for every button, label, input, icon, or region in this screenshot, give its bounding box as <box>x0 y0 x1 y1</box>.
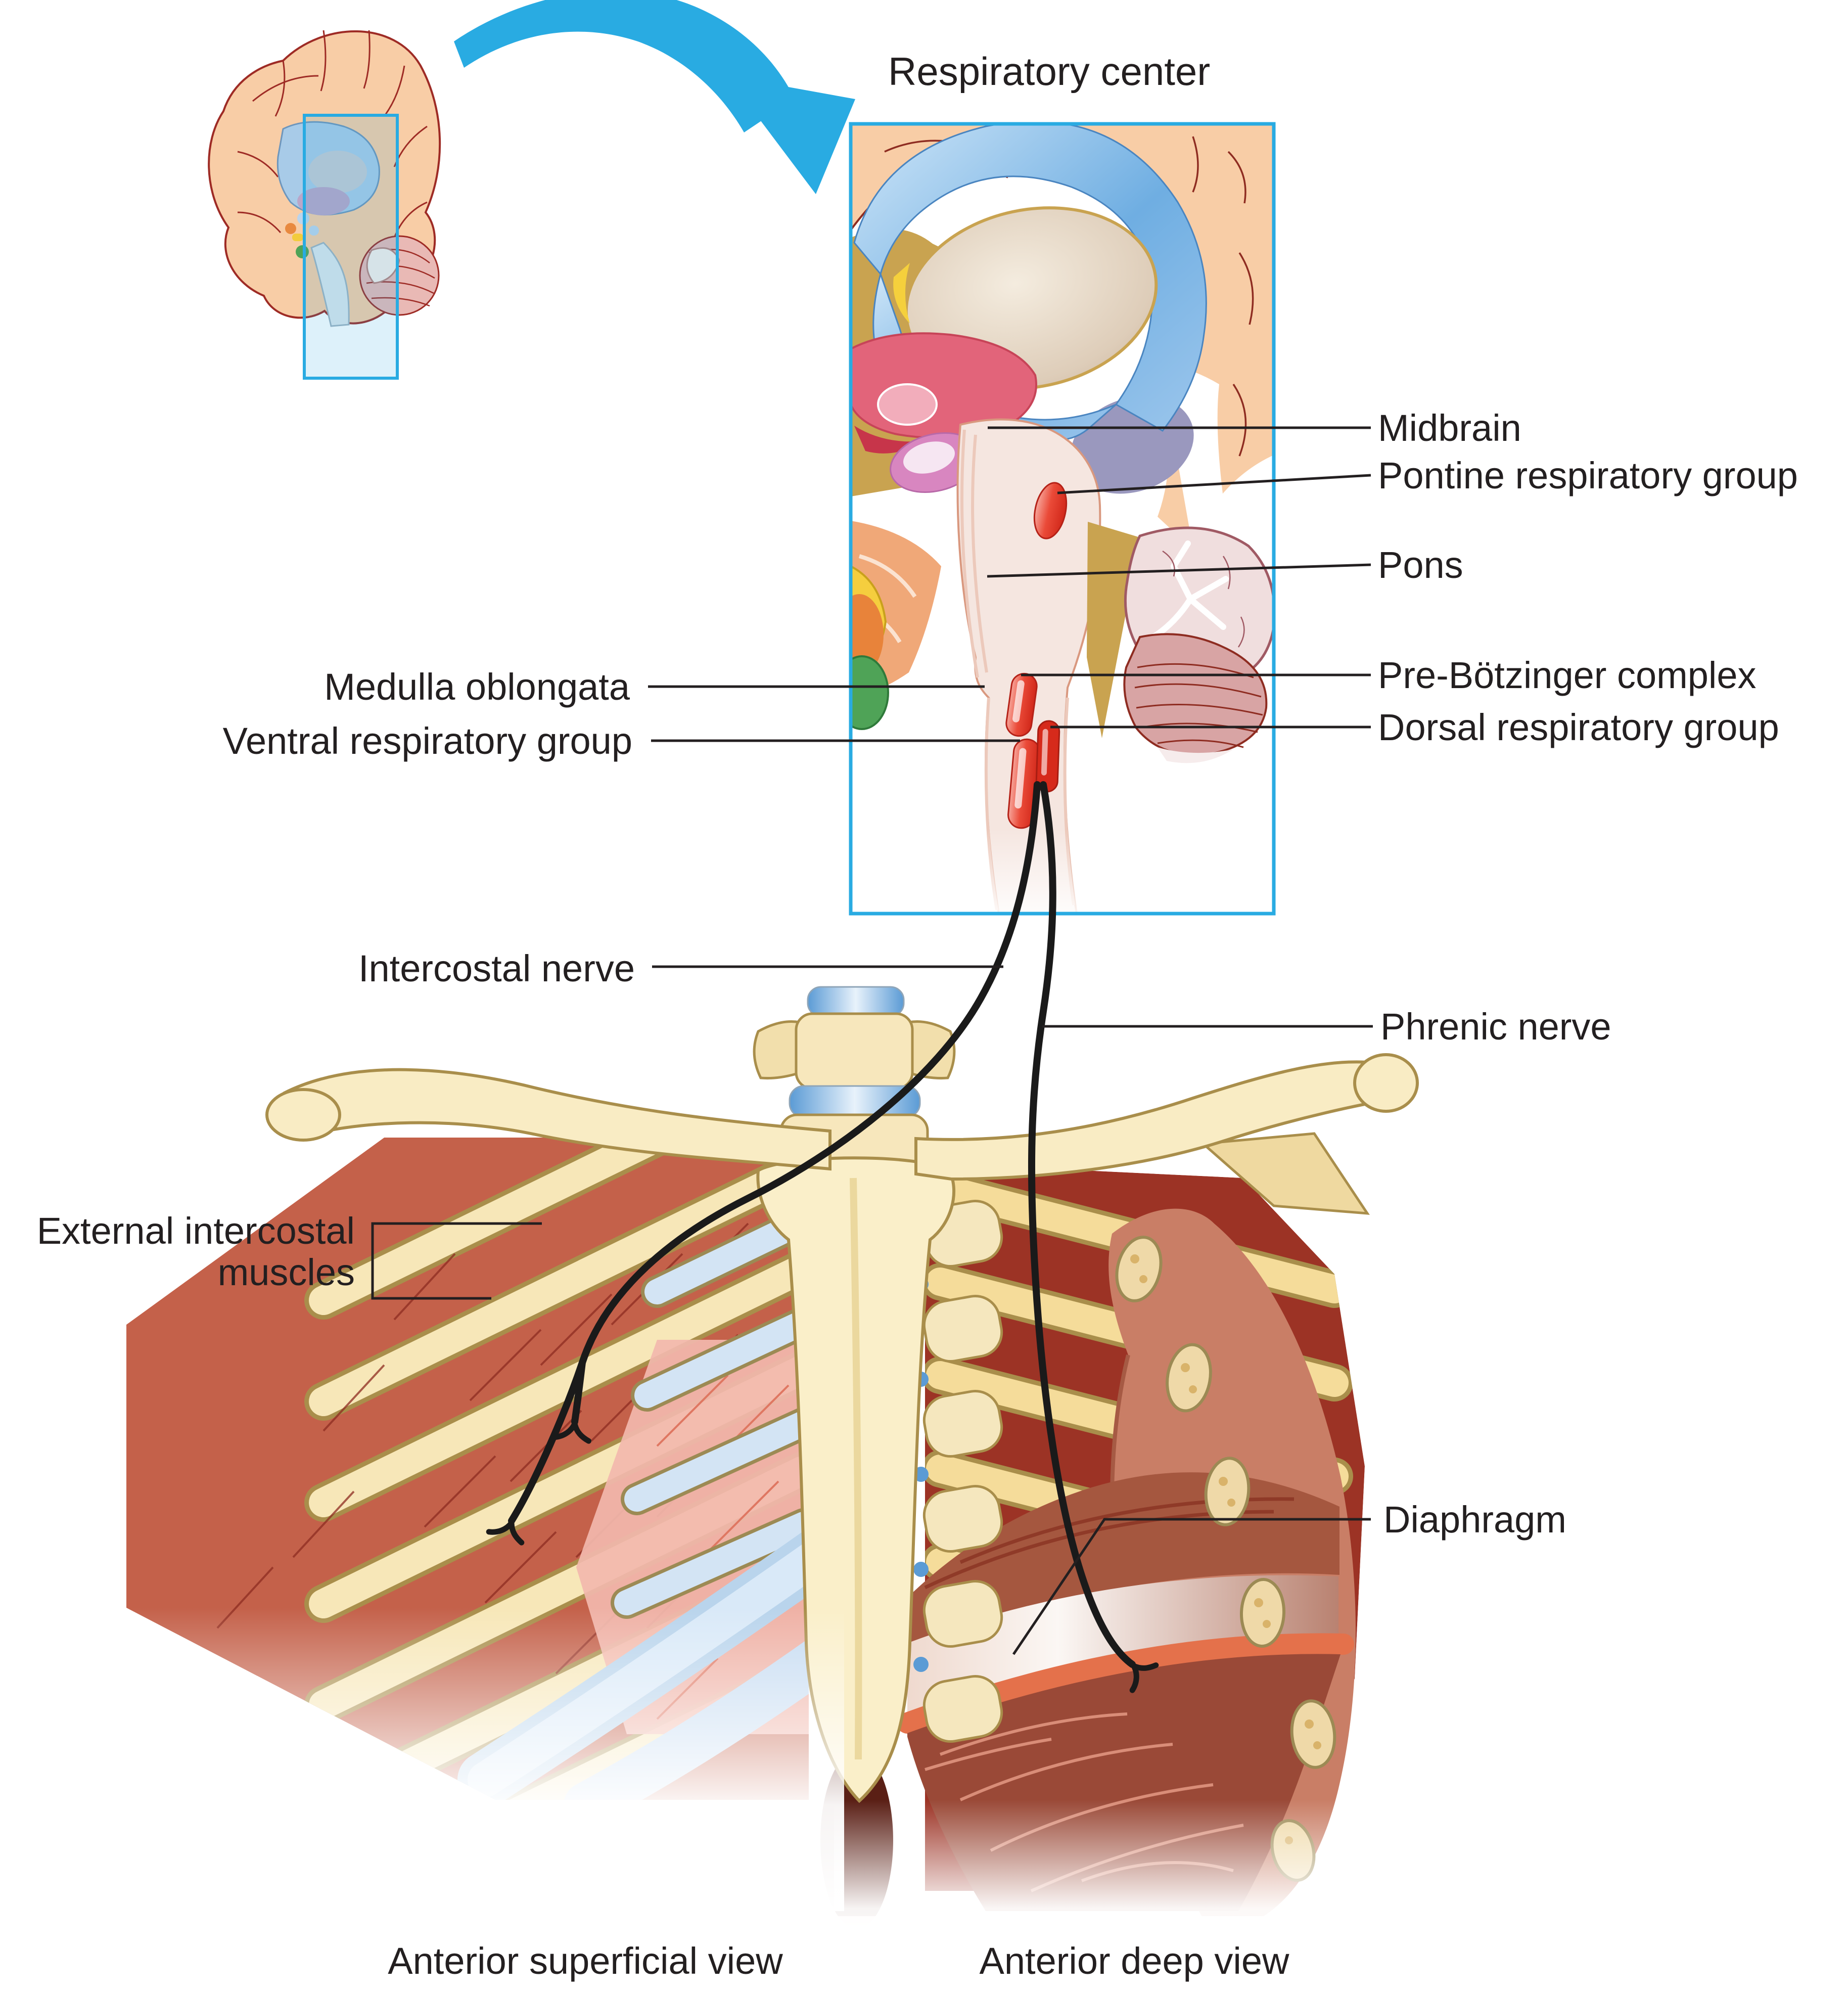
lateral-ventricle <box>853 124 1207 432</box>
label-pons: Pons <box>1378 544 1463 586</box>
intercostal-nerve-branch <box>571 1359 586 1425</box>
green-nucleus <box>851 655 889 730</box>
caption-anterior-deep-view: Anterior deep view <box>979 1940 1289 1982</box>
label-phrenic-nerve: Phrenic nerve <box>1380 1006 1611 1048</box>
bone-speckles <box>1130 1254 1321 1844</box>
small-brain-thumbnail <box>208 30 441 380</box>
thorax <box>0 986 1848 1991</box>
respiratory-center-box <box>849 122 1276 916</box>
pons-leader <box>987 563 1371 578</box>
dorsal-respiratory-group-node <box>1035 720 1060 793</box>
nerves <box>489 781 1157 1690</box>
medullary-velum <box>1087 522 1138 738</box>
label-dorsal-respiratory-group: Dorsal respiratory group <box>1378 706 1779 748</box>
label-line-1: External intercostal <box>36 1210 355 1252</box>
label-line-2: muscles <box>217 1251 355 1293</box>
clavicles <box>265 1053 1419 1215</box>
label-pontine-respiratory-group: Pontine respiratory group <box>1378 455 1798 496</box>
label-pre-botzinger-complex: Pre-Bötzinger complex <box>1378 654 1757 696</box>
label-intercostal-nerve: Intercostal nerve <box>358 947 635 989</box>
cerebellum <box>1123 526 1274 763</box>
zoom-arrow-icon <box>454 0 855 194</box>
label-medulla-oblongata: Medulla oblongata <box>324 666 630 708</box>
pontine-leader <box>1057 474 1371 494</box>
central-tendon <box>907 1575 1338 1720</box>
label-midbrain: Midbrain <box>1378 407 1521 449</box>
label-ventral-respiratory-group: Ventral respiratory group <box>222 720 632 762</box>
label-diaphragm: Diaphragm <box>1383 1499 1566 1541</box>
zoom-region-rect <box>303 114 399 380</box>
diaphragm-leader <box>1012 1518 1371 1655</box>
intercostal-nerve-path <box>508 781 1041 1524</box>
external-intercostal-bracket <box>371 1222 542 1300</box>
brainstem-small <box>310 242 350 327</box>
leader-lines <box>371 426 1373 1655</box>
gyri-lines <box>237 30 428 238</box>
orange-nucleus <box>851 594 884 675</box>
caption-anterior-superficial-view: Anterior superficial view <box>388 1940 783 1982</box>
inset-box-border <box>849 122 1276 916</box>
pontine-respiratory-group-node <box>1033 482 1068 539</box>
page-title: Respiratory center <box>888 49 1211 94</box>
label-external-intercostal-muscles: External intercostal muscles <box>37 1210 355 1293</box>
phrenic-nerve-path <box>1028 781 1136 1668</box>
fornix-yellow <box>893 263 910 324</box>
